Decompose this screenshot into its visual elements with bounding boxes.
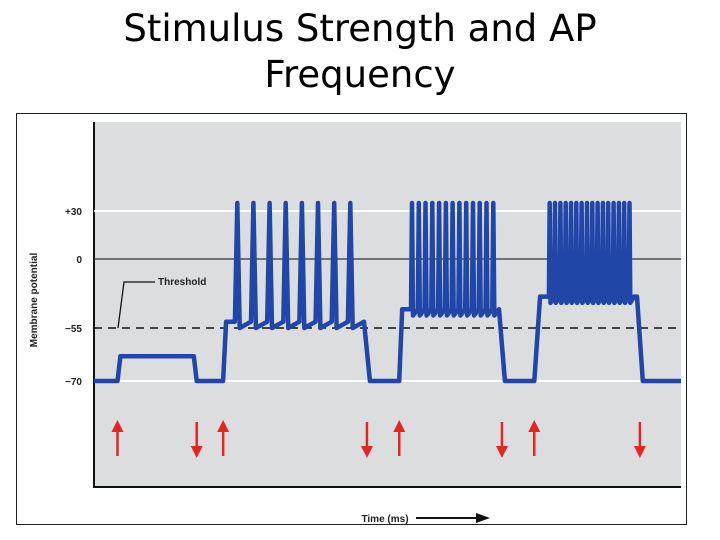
stimulus-off-arrow-7 [633, 422, 646, 458]
y-axis-label: Membrane potential [29, 253, 40, 348]
stimulus-on-arrow-0 [111, 420, 124, 456]
stimulus-off-arrow-1 [190, 422, 203, 458]
membrane-potential-trace [94, 200, 681, 384]
stimulus-on-arrow-6 [528, 420, 541, 456]
stimulus-on-arrow-2 [217, 420, 230, 456]
slide-title: Stimulus Strength and AP Frequency [0, 6, 720, 98]
stimulus-on-arrow-4 [393, 420, 406, 456]
y-tick-label-1: 0 [76, 255, 82, 266]
slide-title-line-1: Stimulus Strength and AP [123, 7, 597, 50]
y-tick-label-2: −55 [65, 324, 82, 335]
y-tick-label-0: +30 [65, 207, 82, 218]
stimulus-off-arrow-5 [495, 422, 508, 458]
x-axis-label: Time (ms) [361, 514, 408, 525]
stimulus-off-arrow-3 [360, 422, 373, 458]
y-tick-label-3: −70 [65, 377, 82, 388]
threshold-label: Threshold [158, 277, 206, 288]
threshold-callout [117, 281, 155, 329]
slide-title-line-2: Frequency [264, 53, 456, 96]
x-axis-arrow [416, 513, 490, 523]
